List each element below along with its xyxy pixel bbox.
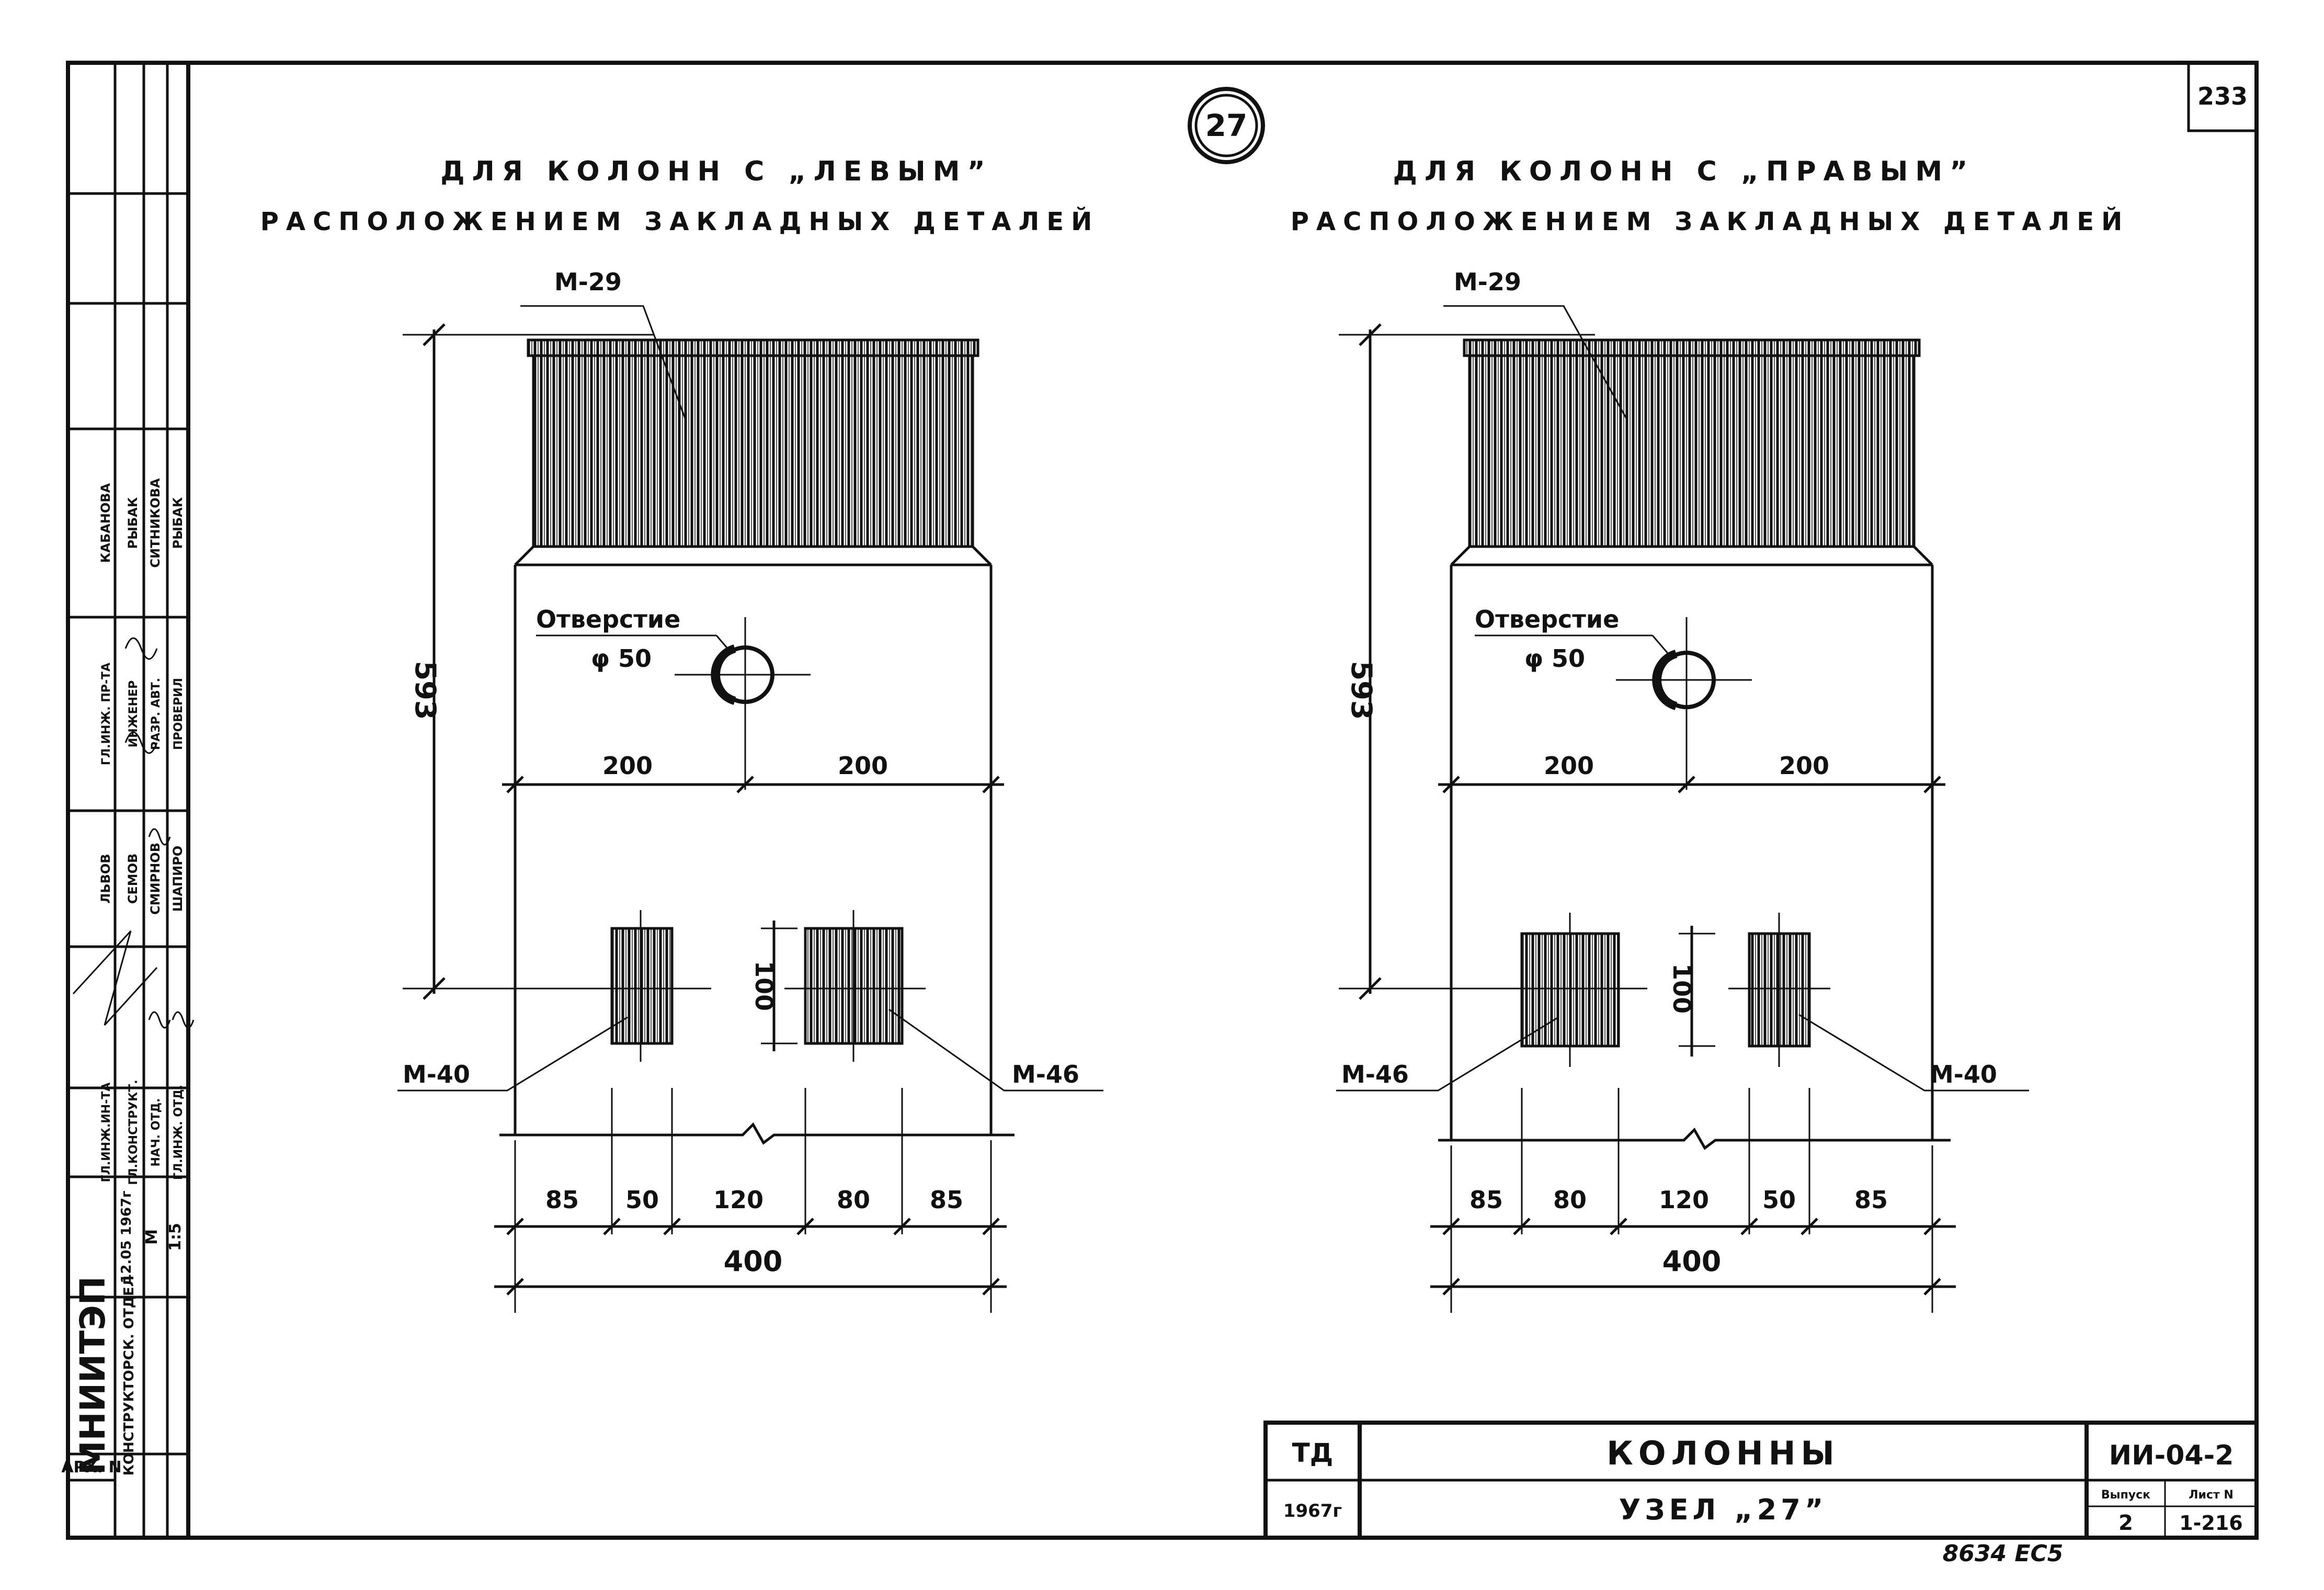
right-title-line1: ДЛЯ КОЛОНН С „ПРАВЫМ”	[1393, 156, 1975, 187]
signature-scribbles	[72, 637, 195, 1029]
stamp-name-6: РЫБАК	[126, 497, 140, 549]
left-plate-m40	[610, 927, 674, 1045]
left-height-dim: 593	[409, 661, 442, 720]
left-bottom-dim-4: 80	[837, 1186, 870, 1214]
side-stamp: МНИИТЭП КОНСТРУКТОРСК. ОТДЕЛ 12.05 1967г…	[61, 63, 195, 1538]
title-series: ИИ-04-2	[2109, 1440, 2234, 1471]
node-number: 27	[1205, 108, 1248, 143]
left-hole-label: Отверстие	[536, 605, 680, 633]
right-total-width: 400	[1662, 1245, 1722, 1278]
right-bottom-dim-3: 120	[1659, 1186, 1709, 1214]
right-hole-label: Отверстие	[1475, 605, 1619, 633]
left-total-width: 400	[724, 1245, 783, 1278]
node-marker: 27	[1188, 87, 1265, 164]
left-title-line1: ДЛЯ КОЛОНН С „ЛЕВЫМ”	[440, 156, 992, 187]
stamp-name-8: РЫБАК	[170, 497, 185, 549]
stamp-scale-label: М	[143, 1229, 161, 1245]
right-plate-height: 100	[1668, 963, 1696, 1014]
stamp-scale: 1:5	[166, 1223, 185, 1251]
left-bottom-dim-5: 85	[930, 1186, 963, 1214]
stamp-name-4: ШАПИРО	[170, 846, 185, 912]
left-plate-left-label: М-40	[403, 1060, 470, 1088]
title-issue: 2	[2118, 1511, 2133, 1535]
right-column-body	[1450, 545, 1934, 1140]
left-top-label: М-29	[554, 268, 622, 296]
title-block: ТД 1967г КОЛОННЫ УЗЕЛ „27” ИИ-04-2 Выпус…	[1263, 1421, 2259, 1540]
sheet-frame	[66, 61, 2259, 1540]
stamp-name-7: СИТНИКОВА	[148, 478, 163, 568]
stamp-role-8: ПРОВЕРИЛ	[172, 678, 185, 750]
right-title-line2: РАСПОЛОЖЕНИЕМ ЗАКЛАДНЫХ ДЕТАЛЕЙ	[1291, 207, 2130, 236]
left-plate-right-label: М-46	[1012, 1060, 1079, 1088]
left-bottom-dims: 85 50 120 80 85 400	[494, 1088, 1007, 1313]
sheet-number: 233	[2197, 82, 2248, 110]
stamp-role-4: ГЛ.ИНЖ. ОТД.	[172, 1085, 185, 1180]
left-half-dim-1: 200	[602, 752, 653, 780]
left-view: ДЛЯ КОЛОНН С „ЛЕВЫМ” РАСПОЛОЖЕНИЕМ ЗАКЛА…	[260, 156, 1103, 1313]
stamp-role-7: РАЗР. АВТ.	[150, 678, 163, 750]
right-half-dim-2: 200	[1779, 752, 1829, 780]
left-hole-diam: φ 50	[591, 644, 652, 673]
left-column-head	[532, 354, 974, 548]
stamp-role-3: НАЧ. ОТД.	[150, 1098, 163, 1167]
stamp-name-5: КАБАНОВА	[98, 483, 113, 563]
right-plate-left-label: М-46	[1341, 1060, 1409, 1088]
right-view: ДЛЯ КОЛОНН С „ПРАВЫМ” РАСПОЛОЖЕНИЕМ ЗАКЛ…	[1291, 156, 2130, 1313]
title-sheet: 1-216	[2179, 1512, 2243, 1535]
stamp-institute: МНИИТЭП	[73, 1276, 113, 1475]
left-bottom-dim-1: 85	[545, 1186, 579, 1214]
right-plate-right-label: М-40	[1930, 1060, 1997, 1088]
left-plate-height: 100	[750, 961, 778, 1011]
right-top-plate	[1463, 338, 1921, 357]
right-bottom-dim-1: 85	[1469, 1186, 1503, 1214]
left-top-plate	[527, 338, 979, 357]
left-bottom-dim-2: 50	[625, 1186, 659, 1214]
title-org: ТД	[1292, 1438, 1334, 1468]
title-name: КОЛОННЫ	[1607, 1434, 1840, 1472]
stamp-role-2: ГЛ.КОНСТРУКТ.	[127, 1080, 140, 1185]
stamp-date: 12.05 1967г	[119, 1190, 134, 1283]
title-subtitle: УЗЕЛ „27”	[1619, 1493, 1828, 1526]
stamp-department: КОНСТРУКТОРСК. ОТДЕЛ	[121, 1276, 137, 1476]
left-title-line2: РАСПОЛОЖЕНИЕМ ЗАКЛАДНЫХ ДЕТАЛЕЙ	[260, 207, 1100, 236]
right-column-head	[1468, 354, 1916, 548]
handwritten-note: 8634 ЕС5	[1943, 1540, 2064, 1567]
right-half-dim-1: 200	[1544, 752, 1594, 780]
stamp-archive: АРХ. N	[61, 1458, 121, 1477]
right-hole-diam: φ 50	[1524, 644, 1585, 673]
title-sheet-label: Лист N	[2189, 1489, 2234, 1502]
stamp-name-3: СМИРНОВ	[148, 843, 163, 915]
right-bottom-dim-4: 50	[1762, 1186, 1796, 1214]
stamp-role-1: ГЛ.ИНЖ.ИН-ТА	[100, 1083, 113, 1183]
right-bottom-dim-2: 80	[1553, 1186, 1587, 1214]
title-year: 1967г	[1283, 1501, 1342, 1521]
left-column-body	[514, 523, 993, 1135]
stamp-name-1: ЛЬВОВ	[98, 854, 113, 903]
stamp-role-5: ГЛ.ИНЖ. ПР-ТА	[100, 663, 113, 765]
left-bottom-dim-3: 120	[713, 1186, 764, 1214]
right-bottom-dims: 85 80 120 50 85 400	[1430, 1088, 1956, 1313]
right-top-label: М-29	[1454, 268, 1521, 296]
right-height-dim: 593	[1345, 661, 1378, 720]
title-issue-label: Выпуск	[2101, 1489, 2150, 1502]
left-half-dim-2: 200	[838, 752, 888, 780]
right-bottom-dim-5: 85	[1854, 1186, 1888, 1214]
stamp-name-2: СЕМОВ	[126, 854, 140, 904]
